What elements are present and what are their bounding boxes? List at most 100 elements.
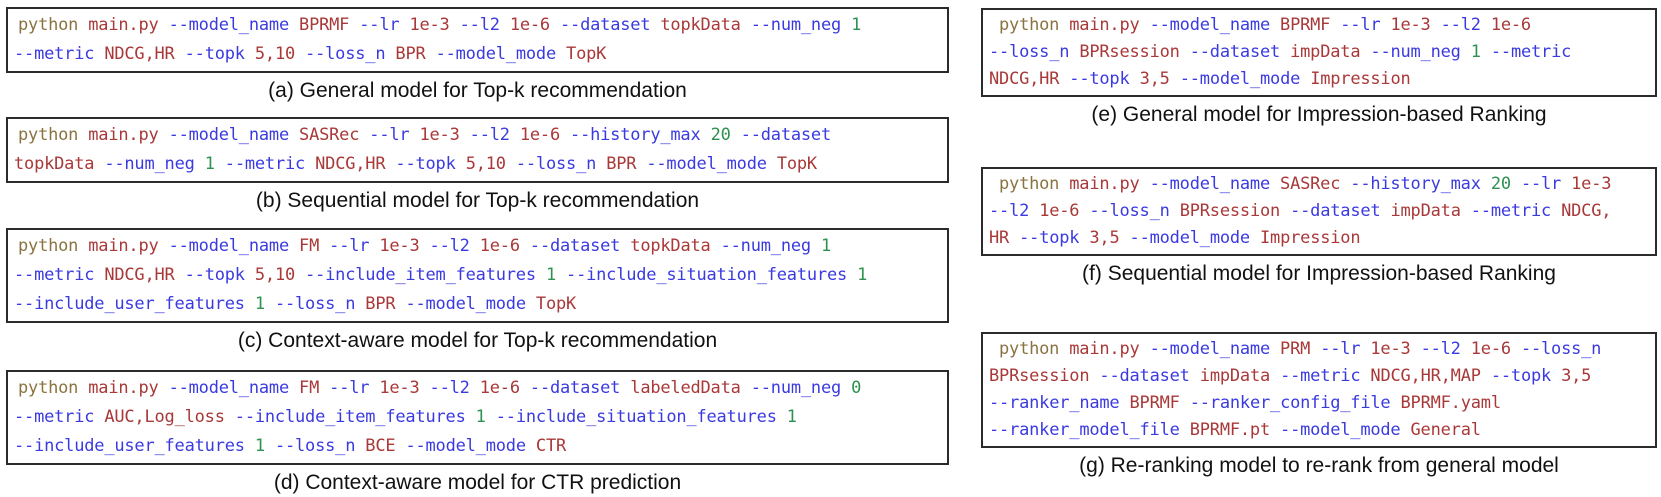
token-flag: --lr [1340,15,1381,35]
token-value: topkData [14,154,95,174]
token-number: 1 [786,407,797,427]
figure-caption-d: (d) Context-aware model for CTR predicti… [273,471,682,494]
token-flag: --ranker_name [989,393,1120,413]
token-flag: --model_name [1149,174,1271,194]
token-flag: --model_mode [1280,420,1401,440]
token-flag: --model_mode [646,154,767,174]
token-flag: --loss_n [305,44,386,64]
token-flag: --ranker_config_file [1189,393,1391,413]
right-column: python main.py --model_name BPRMF --lr 1… [981,0,1657,497]
token-flag: --include_situation_features [566,265,848,285]
token-value: 5,10 [465,154,506,174]
token-flag: --model_name [168,378,290,398]
token-value: BPRsession [1079,42,1180,62]
token-flag: --model_mode [1129,228,1251,248]
token-value: NDCG,HR [104,265,175,285]
command-line: python main.py --model_name SASRec --lr … [14,121,941,150]
token-value: BPRMF [1280,15,1331,35]
command-line: python main.py --model_name FM --lr 1e-3… [14,232,941,261]
token-value: CTR [535,436,567,456]
token-value: 1e-6 [519,125,560,145]
command-box-f: python main.py --model_name SASRec --his… [981,167,1657,256]
token-flag: --include_user_features [14,436,245,456]
token-value: 1e-6 [479,236,520,256]
token-value: NDCG,HR [104,44,175,64]
token-value: 1e-6 [479,378,520,398]
token-flag: --model_name [168,15,290,35]
figure-caption-f: (f) Sequential model for Impression-base… [1082,262,1556,285]
token-flag: --topk [184,44,245,64]
token-flag: --metric [1490,42,1572,62]
token-script: main.py [88,15,159,35]
token-number: 1 [545,265,556,285]
token-keyword: python [999,174,1060,194]
token-value: 1e-3 [1370,339,1411,359]
command-line: python main.py --model_name SASRec --his… [989,171,1649,198]
figure-caption-b: (b) Sequential model for Top-k recommend… [255,189,700,212]
token-flag: --dataset [1189,42,1281,62]
token-value: BPRMF [299,15,350,35]
token-value: TopK [776,154,817,174]
token-value: TopK [566,44,607,64]
token-flag: --metric [14,44,95,64]
token-value: NDCG, [1561,201,1612,221]
token-flag: --model_name [168,236,290,256]
token-value: Impression [1260,228,1361,248]
token-value: 1e-3 [379,378,420,398]
token-value: 1e-6 [1039,201,1080,221]
token-flag: --topk [395,154,456,174]
figure-d: python main.py --model_name FM --lr 1e-3… [6,370,949,495]
token-value: TopK [535,294,577,314]
command-box-b: python main.py --model_name SASRec --lr … [6,117,949,183]
figure-caption-c: (c) Context-aware model for Top-k recomm… [237,329,718,352]
token-flag: --model_name [1149,339,1271,359]
token-flag: --topk [1069,69,1130,89]
token-flag: --l2 [459,15,500,35]
token-flag: --num_neg [104,154,195,174]
token-value: BPRsession [989,366,1090,386]
token-flag: --include_item_features [234,407,466,427]
token-script: main.py [1069,339,1140,359]
token-value: FM [299,378,320,398]
token-value: SASRec [299,125,360,145]
token-value: 1e-3 [379,236,420,256]
token-value: 1e-6 [509,15,550,35]
token-flag: --l2 [989,201,1030,221]
token-flag: --num_neg [750,378,842,398]
token-flag: --include_user_features [14,294,245,314]
command-line: --include_user_features 1 --loss_n BPR -… [14,290,941,319]
token-value: General [1410,420,1481,440]
token-flag: --lr [329,378,370,398]
token-script: main.py [1069,15,1140,35]
token-flag: --dataset [529,378,621,398]
command-line: NDCG,HR --topk 3,5 --model_mode Impressi… [989,66,1649,93]
command-box-e: python main.py --model_name BPRMF --lr 1… [981,8,1657,97]
command-line: --ranker_model_file BPRMF.pt --model_mod… [989,417,1649,444]
token-flag: --model_mode [435,44,557,64]
command-line: BPRsession --dataset impData --metric ND… [989,363,1649,390]
figure-caption-a: (a) General model for Top-k recommendati… [268,79,687,102]
token-value: FM [299,236,320,256]
token-flag: --topk [1490,366,1552,386]
token-flag: --model_mode [405,436,526,456]
figure-c: python main.py --model_name FM --lr 1e-3… [6,228,949,353]
token-script: main.py [88,125,159,145]
command-line: --metric NDCG,HR --topk 5,10 --loss_n BP… [14,40,941,69]
token-keyword: python [18,125,79,145]
command-line: python main.py --model_name PRM --lr 1e-… [989,336,1649,363]
token-flag: --lr [1520,174,1562,194]
token-value: Impression [1310,69,1411,89]
token-value: HR [989,228,1010,248]
token-value: topkData [660,15,741,35]
token-flag: --topk [1019,228,1080,248]
figure-a: python main.py --model_name BPRMF --lr 1… [6,7,949,103]
command-line: --l2 1e-6 --loss_n BPRsession --dataset … [989,198,1649,225]
token-flag: --dataset [740,125,832,145]
token-number: 1 [820,236,832,256]
figure-f: python main.py --model_name SASRec --his… [981,167,1657,286]
token-value: 1e-6 [1490,15,1531,35]
token-value: BPRMF.yaml [1400,393,1502,413]
token-flag: --loss_n [989,42,1070,62]
token-flag: --dataset [560,15,651,35]
command-line: HR --topk 3,5 --model_mode Impression [989,225,1649,252]
